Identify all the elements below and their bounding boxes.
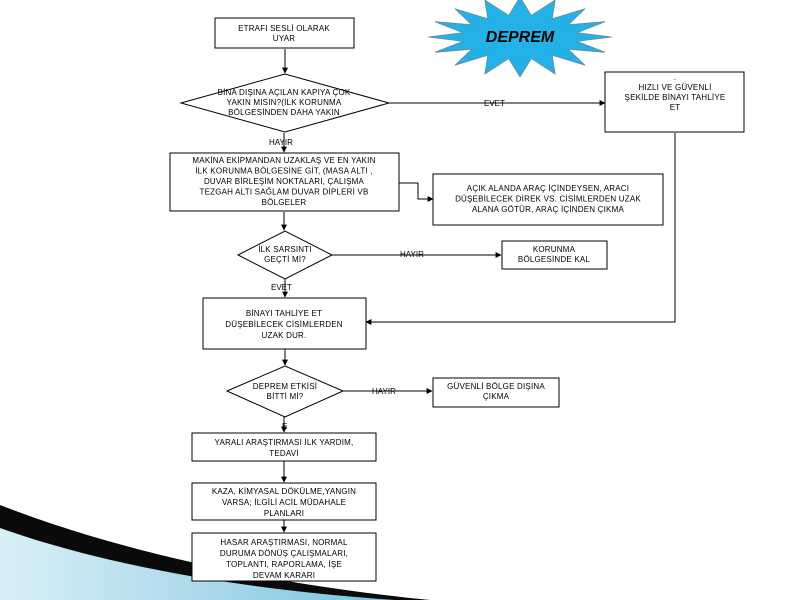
node-line: BÖLGESİNDEN DAHA YAKIN — [228, 108, 340, 117]
node-safe-zone — [432, 377, 560, 408]
node-first-aid — [191, 432, 377, 462]
connectors — [281, 49, 676, 533]
node-line: İLK KORUNMA BÖLGESİNE GİT, (MASA ALTI , — [195, 167, 372, 176]
node-line: UZAK DUR. — [262, 331, 307, 340]
node-line: ŞEKİLDE BİNAYI TAHLİYE — [625, 93, 726, 102]
node-line: YARALI ARAŞTIRMASI İLK YARDIM, — [215, 438, 354, 447]
node-line: PLANLARI — [264, 509, 304, 518]
node-text-n5: KAZA, KİMYASAL DÖKÜLME,YANGIN VARSA; İLGİ… — [212, 487, 356, 518]
node-text-n4: YARALI ARAŞTIRMASI İLK YARDIM, TEDAVİ — [215, 438, 354, 458]
node-line: TEDAVİ — [269, 449, 299, 458]
node-take-cover — [169, 152, 400, 212]
node-line: BÖLGELER — [262, 198, 307, 207]
node-line: TEZGAH ALTI SAĞLAM DUVAR DİPLERİ VB — [200, 188, 369, 197]
label-hayir-3: HAYIR — [372, 387, 396, 396]
edge-labels: EVET HAYIR HAYIR EVET HAYIR E — [269, 99, 505, 431]
edge-n2-car — [399, 182, 434, 202]
node-line: ET — [670, 103, 681, 112]
decision-first-shock — [236, 230, 334, 280]
diagram-title: DEPREM — [486, 29, 555, 46]
node-evacuate-fast — [604, 71, 745, 133]
node-line: VARSA; İLGİLİ ACİL MÜDAHALE — [222, 498, 346, 507]
node-line: DURUMA DÖNÜŞ ÇALIŞMALARI, — [220, 549, 348, 558]
node-text-n_car: AÇIK ALANDA ARAÇ İÇİNDEYSEN, ARACI DÜŞEBİ… — [455, 184, 641, 214]
decision-quake-over — [225, 365, 345, 418]
node-line: BİTTİ Mİ? — [267, 392, 304, 401]
title-burst: DEPREM — [427, 0, 613, 78]
decision-near-door — [179, 73, 391, 133]
node-line: DEVAM KARARI — [253, 571, 315, 580]
node-line: BÖLGESİNDE KAL — [518, 255, 591, 264]
node-text-n2: MAKİNA EKİPMANDAN UZAKLAŞ VE EN YAKIN İLK… — [192, 156, 375, 207]
node-line: AÇIK ALANDA ARAÇ İÇİNDEYSEN, ARACI — [467, 184, 629, 193]
label-hayir-2: HAYIR — [400, 250, 424, 259]
node-line: KAZA, KİMYASAL DÖKÜLME,YANGIN — [212, 487, 356, 496]
node-line: . — [674, 73, 676, 82]
node-line: DÜŞEBİLECEK CİSİMLERDEN — [225, 320, 343, 329]
corner-swoosh-decoration — [0, 505, 430, 600]
node-line: DUVAR BİRLEŞİM NOKTALARI, ÇALIŞMA — [204, 177, 365, 186]
node-line: HIZLI VE GÜVENLİ — [639, 83, 712, 92]
node-stay-protected — [501, 240, 608, 270]
node-line: UYAR — [273, 34, 295, 43]
node-in-vehicle — [432, 173, 664, 226]
node-line: ALANA GÖTÜR, ARAÇ İÇİNDEN ÇIKMA — [472, 205, 624, 214]
node-line: MAKİNA EKİPMANDAN UZAKLAŞ VE EN YAKIN — [192, 156, 375, 165]
flow-nodes — [169, 17, 745, 582]
label-hayir-1: HAYIR — [269, 138, 293, 147]
node-line: YAKIN MISIN?(İLK KORUNMA — [227, 98, 342, 107]
node-text-n3: BİNAYI TAHLİYE ET DÜŞEBİLECEK CİSİMLERDEN… — [225, 309, 343, 340]
node-line: BİNA DIŞINA AÇILAN KAPIYA ÇOK — [218, 88, 351, 97]
node-warn — [214, 17, 355, 49]
node-line: HASAR ARAŞTIRMASI, NORMAL — [220, 538, 348, 547]
node-line: İLK SARSINTI — [258, 245, 312, 254]
node-damage-assessment — [191, 532, 377, 582]
label-e-small: E — [282, 422, 287, 431]
node-evacuate-building — [202, 297, 367, 350]
label-evet-1: EVET — [484, 99, 505, 108]
node-line: DEPREM ETKİSİ — [253, 382, 317, 391]
node-line: ÇIKMA — [483, 392, 510, 401]
node-line: ETRAFI SESLİ OLARAK — [238, 24, 330, 33]
node-line: TOPLANTI, RAPORLAMA, İŞE — [226, 560, 342, 569]
node-line: GEÇTİ Mİ? — [264, 255, 306, 264]
node-text-n6: HASAR ARAŞTIRMASI, NORMAL DURUMA DÖNÜŞ ÇA… — [220, 538, 348, 580]
node-emergency-plans — [191, 482, 377, 521]
node-line: KORUNMA — [533, 245, 576, 254]
node-line: GÜVENLİ BÖLGE DIŞINA — [447, 382, 545, 391]
label-evet-2: EVET — [271, 283, 292, 292]
node-line: DÜŞEBİLECEK DİREK VS. CİSİMLERDEN UZAK — [455, 195, 641, 204]
edge-right-n3 — [365, 133, 676, 325]
node-line: BİNAYI TAHLİYE ET — [246, 309, 322, 318]
